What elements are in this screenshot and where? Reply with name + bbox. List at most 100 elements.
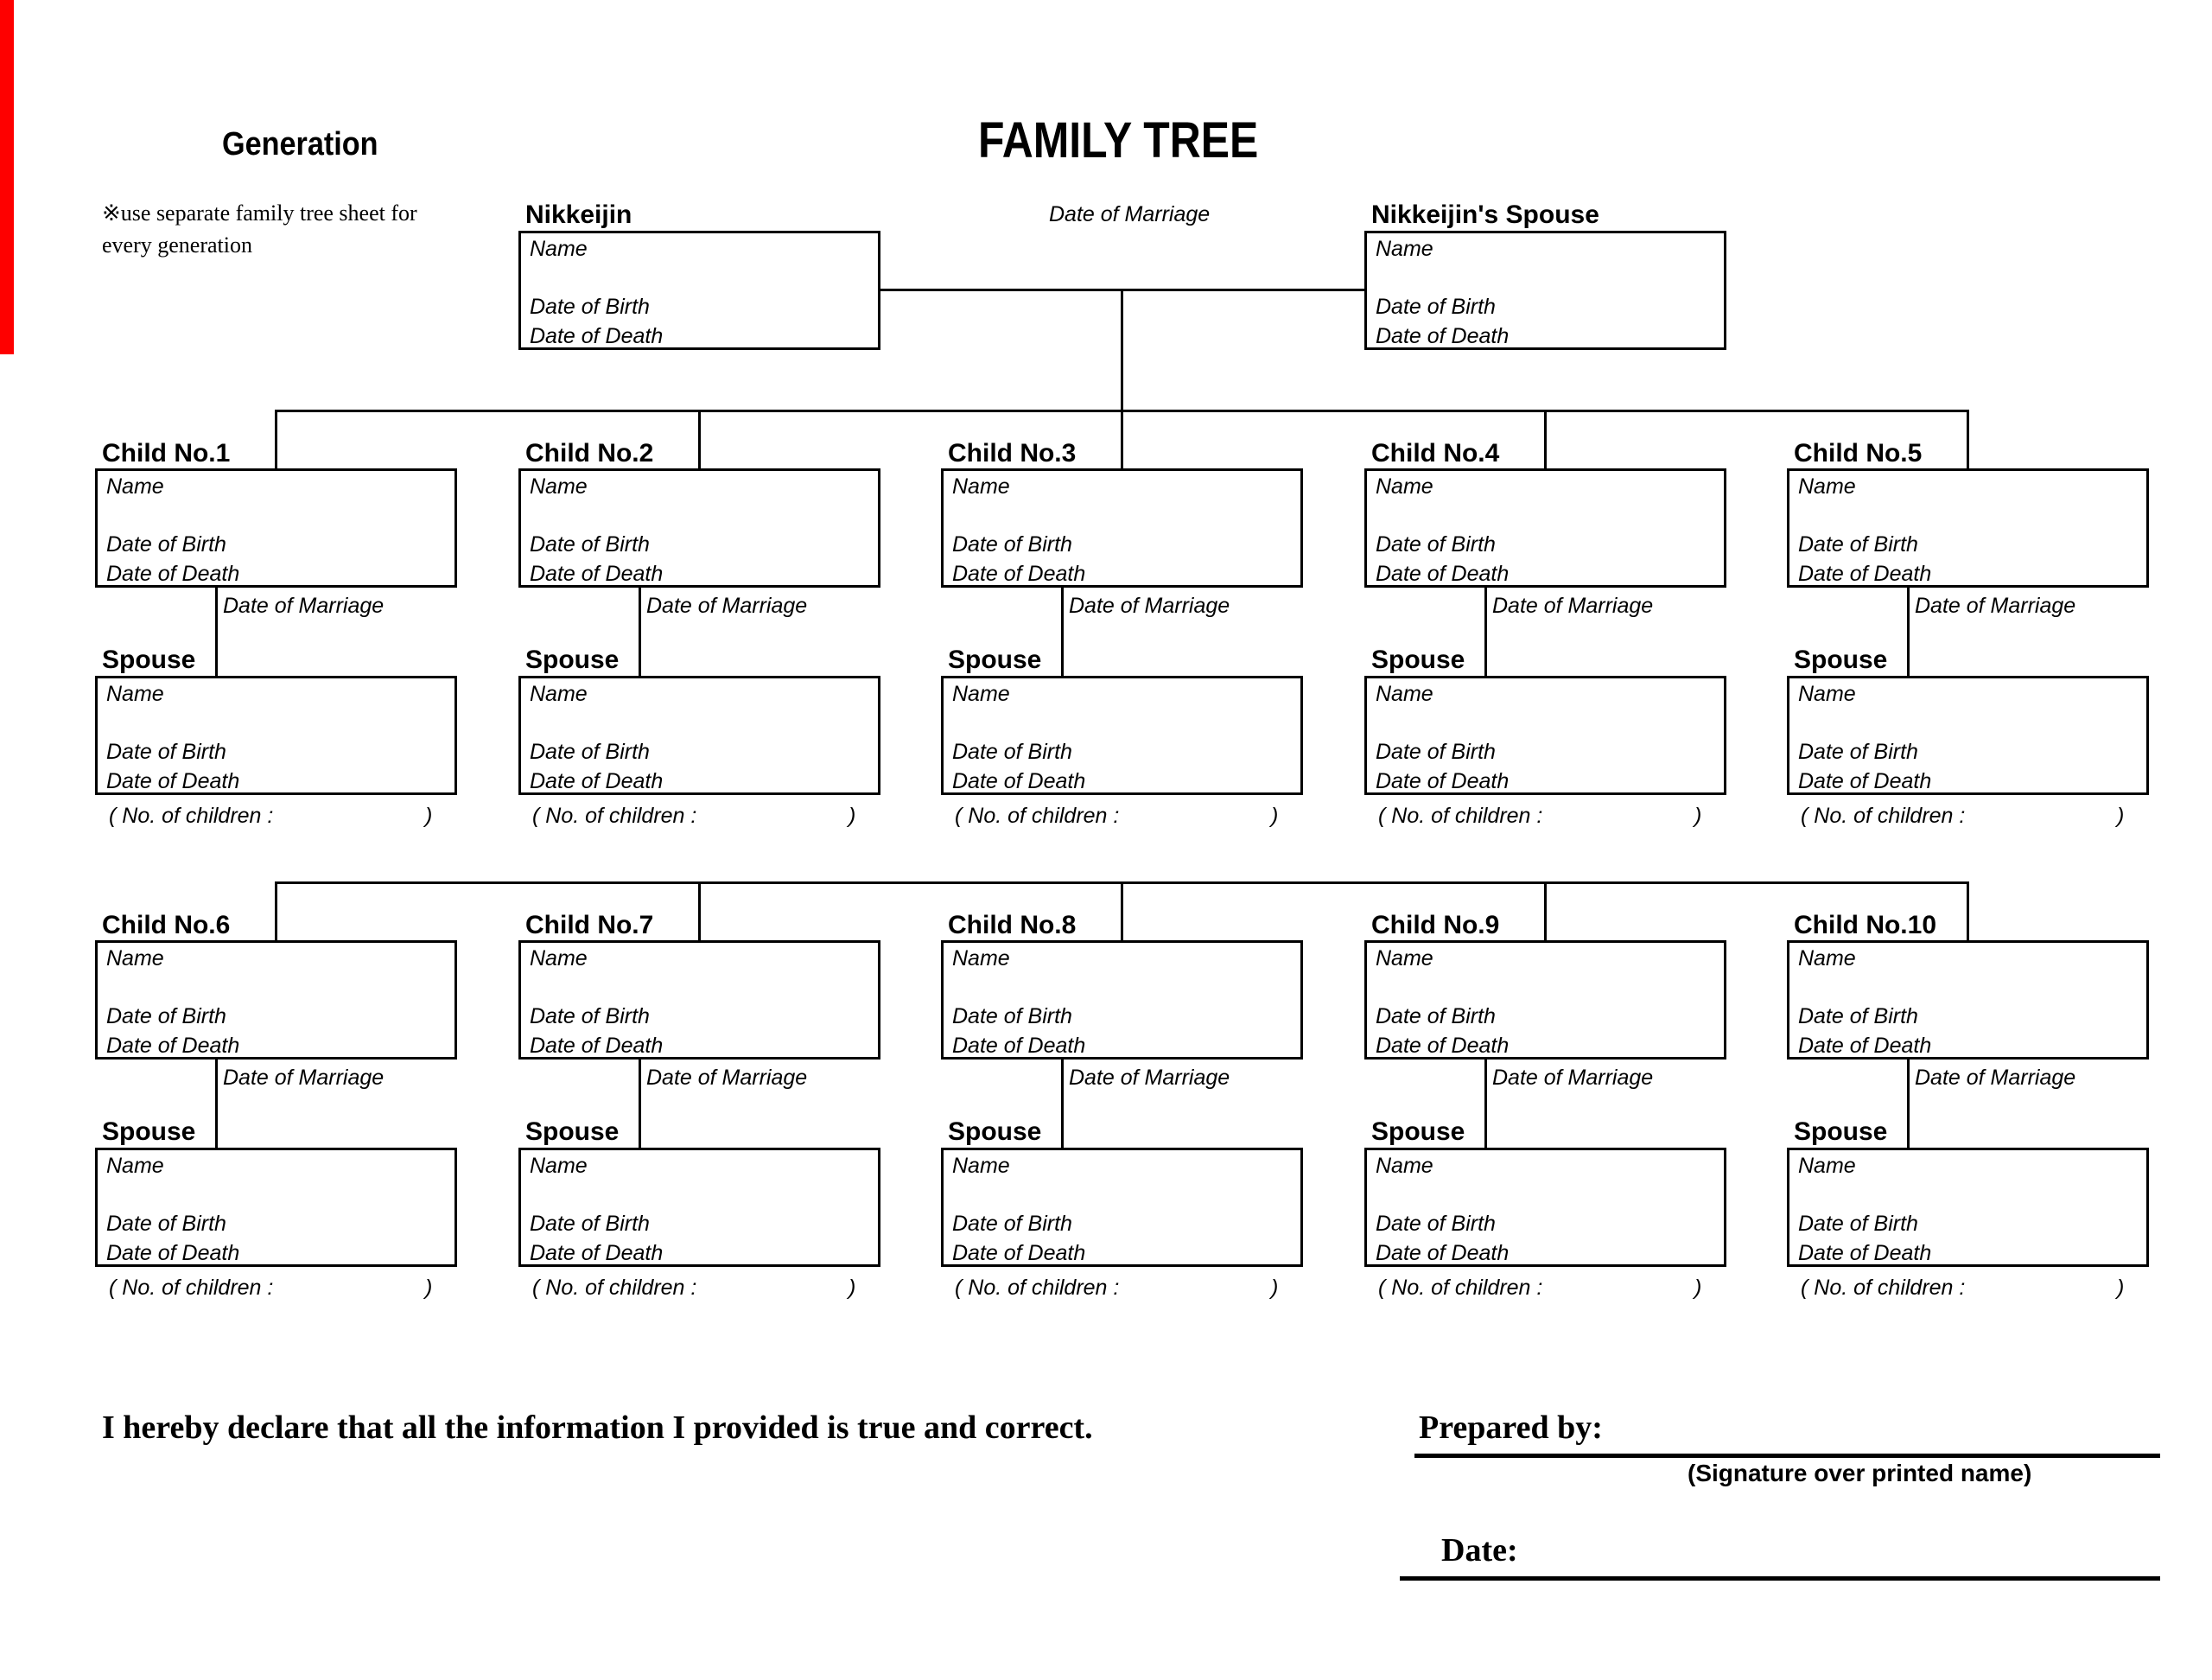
date-of-death-field-label: Date of Death (952, 1034, 1086, 1058)
children-count-open: ( No. of children : (955, 804, 1120, 828)
name-field-label: Name (1798, 1154, 1856, 1178)
spouse-info-box: Name Date of Birth Date of Death (518, 676, 880, 795)
child-drop-line (275, 881, 277, 940)
date-of-marriage-label: Date of Marriage (223, 594, 385, 618)
date-of-death-field-label: Date of Death (530, 562, 664, 586)
marriage-connector-line (1061, 588, 1064, 676)
name-field-label: Name (1376, 946, 1433, 970)
name-field-label: Name (1376, 474, 1433, 499)
date-of-death-field-label: Date of Death (106, 769, 240, 793)
date-of-birth-field-label: Date of Birth (952, 1004, 1072, 1028)
marriage-connector-line (215, 588, 218, 676)
date-of-marriage-label: Date of Marriage (1492, 594, 1654, 618)
children-count-close: ) (1271, 804, 1279, 828)
spouse-label: Spouse (525, 646, 620, 674)
child-drop-line (698, 881, 701, 940)
date-label: Date: (1441, 1532, 1518, 1569)
child-label: Child No.7 (525, 911, 654, 939)
children-count-close: ) (1694, 804, 1702, 828)
spouse-info-box: Name Date of Birth Date of Death (95, 1148, 457, 1267)
note-line-2: every generation (102, 232, 252, 258)
spouse-info-box: Name Date of Birth Date of Death (1787, 676, 2149, 795)
date-of-birth-field-label: Date of Birth (1798, 740, 1918, 764)
name-field-label: Name (530, 946, 588, 970)
name-field-label: Name (106, 1154, 164, 1178)
children-count-row: ( No. of children : ) (518, 1274, 880, 1301)
children-count-close: ) (425, 804, 433, 828)
marriage-connector-line (639, 1060, 641, 1148)
spouse-info-box: Name Date of Birth Date of Death (941, 676, 1303, 795)
child-label: Child No.2 (525, 439, 654, 468)
name-field-label: Name (1798, 474, 1856, 499)
children-count-close: ) (425, 1276, 433, 1300)
note-line-1: ※use separate family tree sheet for (102, 200, 417, 226)
spouse-info-box: Name Date of Birth Date of Death (95, 676, 457, 795)
child-block: Child No.7 Name Date of Birth Date of De… (518, 911, 880, 1301)
date-of-death-field-label: Date of Death (1798, 562, 1932, 586)
date-of-birth-field-label: Date of Birth (1798, 1212, 1918, 1236)
name-field-label: Name (530, 682, 588, 706)
child-info-box: Name Date of Birth Date of Death (1364, 940, 1726, 1060)
date-of-birth-field-label: Date of Birth (1798, 532, 1918, 557)
name-field-label: Name (952, 474, 1010, 499)
generation-heading: Generation (222, 126, 378, 162)
date-of-death-field-label: Date of Death (1798, 1241, 1932, 1265)
child-block: Child No.1 Name Date of Birth Date of De… (95, 439, 457, 830)
child-block: Child No.8 Name Date of Birth Date of De… (941, 911, 1303, 1301)
name-field-label: Name (1376, 682, 1433, 706)
spouse-info-box: Name Date of Birth Date of Death (941, 1148, 1303, 1267)
date-of-death-field-label: Date of Death (530, 324, 664, 348)
declaration-text: I hereby declare that all the informatio… (102, 1410, 1093, 1446)
name-field-label: Name (952, 1154, 1010, 1178)
date-of-birth-field-label: Date of Birth (1376, 1212, 1496, 1236)
children-count-row: ( No. of children : ) (1364, 1274, 1726, 1301)
date-of-death-field-label: Date of Death (530, 769, 664, 793)
spouse-label: Spouse (102, 646, 196, 674)
name-field-label: Name (106, 474, 164, 499)
marriage-connector-line (215, 1060, 218, 1148)
date-of-marriage-label: Date of Marriage (1492, 1066, 1654, 1090)
child-label: Child No.3 (948, 439, 1077, 468)
children-count-close: ) (849, 1276, 856, 1300)
child-info-box: Name Date of Birth Date of Death (1787, 940, 2149, 1060)
name-field-label: Name (106, 682, 164, 706)
child-info-box: Name Date of Birth Date of Death (518, 468, 880, 588)
marriage-connector-line (1907, 588, 1910, 676)
children-count-open: ( No. of children : (532, 804, 697, 828)
spouse-info-box: Name Date of Birth Date of Death (1364, 1148, 1726, 1267)
children-count-row: ( No. of children : ) (1787, 802, 2149, 830)
date-of-death-field-label: Date of Death (952, 1241, 1086, 1265)
children-count-close: ) (1694, 1276, 1702, 1300)
prepared-by-label: Prepared by: (1419, 1410, 1603, 1446)
children-count-open: ( No. of children : (109, 1276, 274, 1300)
date-of-death-field-label: Date of Death (1376, 1034, 1510, 1058)
children-count-open: ( No. of children : (1378, 1276, 1543, 1300)
child-drop-line (1967, 410, 1969, 468)
marriage-connector-line (639, 588, 641, 676)
spouse-info-box: Name Date of Birth Date of Death (1364, 676, 1726, 795)
signature-line (1414, 1454, 2160, 1458)
name-field-label: Name (952, 682, 1010, 706)
child-info-box: Name Date of Birth Date of Death (941, 468, 1303, 588)
date-of-death-field-label: Date of Death (530, 1034, 664, 1058)
date-of-birth-field-label: Date of Birth (952, 740, 1072, 764)
name-field-label: Name (952, 946, 1010, 970)
date-of-birth-field-label: Date of Birth (1798, 1004, 1918, 1028)
child-info-box: Name Date of Birth Date of Death (95, 468, 457, 588)
child-block: Child No.2 Name Date of Birth Date of De… (518, 439, 880, 830)
nikkeijin-spouse-label: Nikkeijin's Spouse (1371, 200, 1599, 229)
children-count-row: ( No. of children : ) (941, 1274, 1303, 1301)
child-label: Child No.9 (1371, 911, 1500, 939)
child-block: Child No.6 Name Date of Birth Date of De… (95, 911, 457, 1301)
name-field-label: Name (530, 1154, 588, 1178)
child-block: Child No.4 Name Date of Birth Date of De… (1364, 439, 1726, 830)
marriage-connector-line (1061, 1060, 1064, 1148)
marriage-connector-line (1484, 588, 1487, 676)
date-of-death-field-label: Date of Death (1798, 769, 1932, 793)
date-of-death-field-label: Date of Death (952, 769, 1086, 793)
date-line (1400, 1576, 2160, 1581)
child-info-box: Name Date of Birth Date of Death (518, 940, 880, 1060)
name-field-label: Name (530, 237, 588, 261)
child-label: Child No.10 (1794, 911, 1937, 939)
date-of-death-field-label: Date of Death (530, 1241, 664, 1265)
